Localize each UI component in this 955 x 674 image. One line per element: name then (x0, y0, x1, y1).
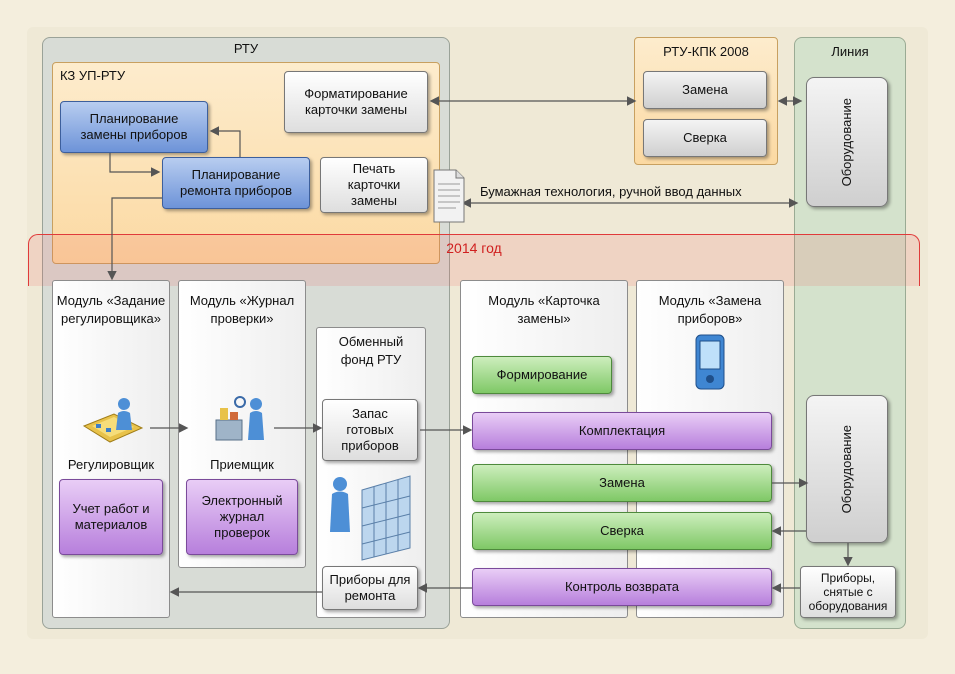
arrow-replace-to-repair (109, 153, 161, 177)
stock-ready-box[interactable]: Запас готовых приборов (322, 399, 418, 461)
equipment-top-box[interactable]: Оборудование (806, 77, 888, 207)
module-card-title: Модуль «Карточка замены» (488, 293, 600, 326)
format-card-box[interactable]: Форматирование карточки замены (284, 71, 428, 133)
arrow-repair-to-task (107, 197, 162, 281)
equipment-bottom-box[interactable]: Оборудование (806, 395, 888, 543)
paper-technology-label: Бумажная технология, ручной ввод данных (480, 184, 742, 199)
return-control-bar[interactable]: Контроль возврата (472, 568, 772, 606)
module-task-title: Модуль «Задание регулировщика» (56, 293, 166, 326)
repair-devices-box[interactable]: Приборы для ремонта (322, 566, 418, 610)
module-task-column (52, 280, 170, 618)
pda-device-icon (695, 334, 725, 390)
paper-document-icon (433, 169, 465, 223)
plan-repair-box[interactable]: Планирование ремонта приборов (162, 157, 310, 209)
inspector-label: Приемщик (210, 457, 274, 472)
year-2014-frame (28, 234, 920, 286)
kpk-title: РТУ-КПК 2008 (663, 44, 749, 59)
year-2014-label: 2014 год (446, 240, 502, 256)
print-card-box[interactable]: Печать карточки замены (320, 157, 428, 213)
plan-replace-box[interactable]: Планирование замены приборов (60, 101, 208, 153)
warehouse-storage-icon (330, 475, 411, 561)
kpk-replace-box[interactable]: Замена (643, 71, 767, 109)
verify-bar[interactable]: Сверка (472, 512, 772, 550)
replace-bar[interactable]: Замена (472, 464, 772, 502)
module-replace-title: Модуль «Замена приборов» (658, 293, 762, 326)
work-materials-box[interactable]: Учет работ и материалов (59, 479, 163, 555)
regulator-person-icon (82, 398, 144, 443)
complect-bar[interactable]: Комплектация (472, 412, 772, 450)
arrow-repair-to-replace (209, 126, 241, 157)
inspector-person-icon (215, 396, 264, 441)
electronic-journal-box[interactable]: Электронный журнал проверок (186, 479, 298, 555)
module-journal-title: Модуль «Журнал проверки» (189, 293, 295, 326)
rtu-title: РТУ (233, 41, 259, 56)
regulator-label: Регулировщик (67, 457, 155, 472)
kpk-verify-box[interactable]: Сверка (643, 119, 767, 157)
line-title: Линия (831, 44, 869, 59)
removed-devices-box[interactable]: Приборы, снятые с оборудования (800, 566, 896, 618)
forming-box[interactable]: Формирование (472, 356, 612, 394)
kz-title: КЗ УП-РТУ (60, 68, 126, 83)
exchange-fund-title: Обменный фонд РТУ (338, 334, 404, 367)
